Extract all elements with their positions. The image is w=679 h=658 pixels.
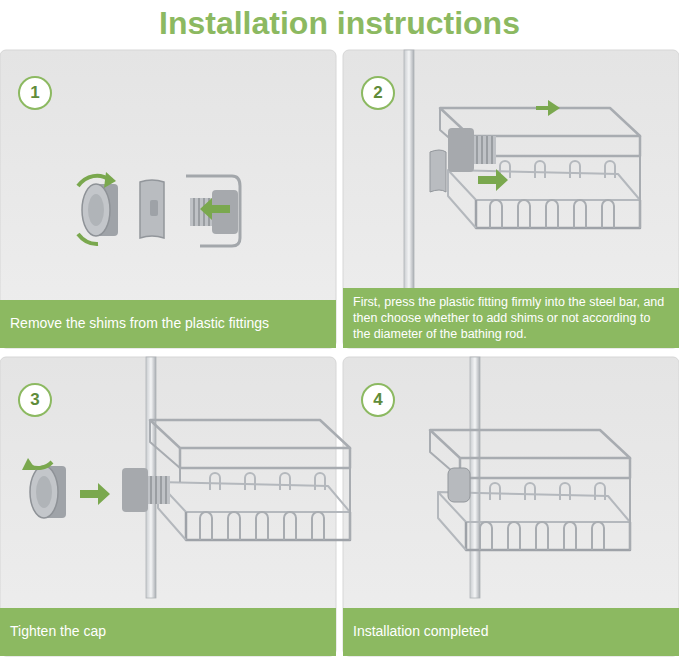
step-number: 3	[18, 383, 52, 417]
step-label: 3	[30, 390, 39, 410]
caption-band: Remove the shims from the plastic fittin…	[0, 300, 336, 348]
page-title: Installation instructions	[0, 0, 679, 46]
caption-text: Tighten the cap	[10, 623, 106, 641]
step-label: 2	[373, 83, 382, 103]
step-number: 2	[361, 76, 395, 110]
step-number: 4	[361, 383, 395, 417]
step-number: 1	[18, 76, 52, 110]
step-label: 4	[373, 390, 382, 410]
caption-band: Tighten the cap	[0, 608, 336, 656]
caption-band: First, press the plastic fitting firmly …	[343, 288, 679, 348]
caption-text: Remove the shims from the plastic fittin…	[10, 315, 269, 333]
caption-text: First, press the plastic fitting firmly …	[353, 294, 669, 342]
step-label: 1	[30, 83, 39, 103]
caption-band: Installation completed	[343, 608, 679, 656]
caption-text: Installation completed	[353, 623, 488, 641]
